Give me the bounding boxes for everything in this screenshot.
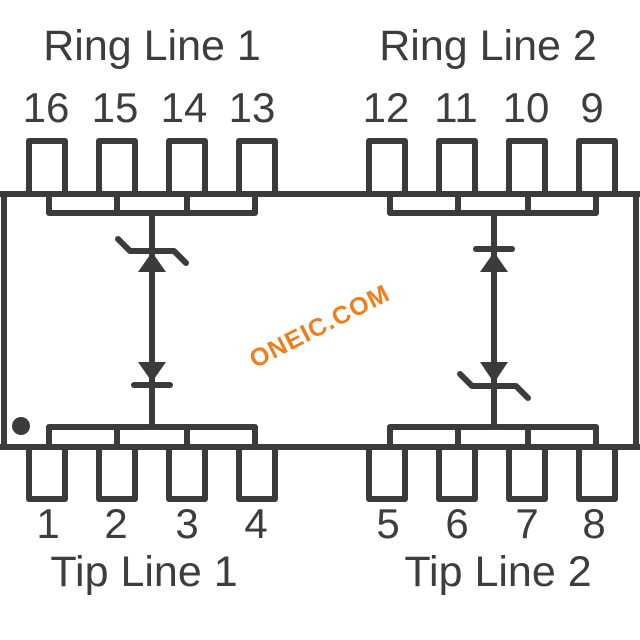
tip-line-1-bus-dividers: [114, 424, 190, 450]
ring-line-1-label: Ring Line 1: [43, 22, 261, 70]
pin-label-2: 2: [104, 500, 128, 547]
schematic-fills: [12, 252, 508, 435]
line1-zener-triangle: [138, 252, 166, 272]
ring-line-2-label: Ring Line 2: [379, 22, 597, 70]
pin-label-9: 9: [580, 84, 604, 131]
pin-10-lead: [506, 138, 548, 197]
tip-line-1-label: Tip Line 1: [50, 548, 238, 596]
pin-label-8: 8: [582, 500, 606, 547]
pin-4-lead: [236, 444, 278, 502]
pin-13-lead: [236, 138, 278, 197]
pin-label-13: 13: [228, 84, 276, 131]
pin-11-lead: [436, 138, 478, 197]
pin-7-lead: [506, 444, 548, 502]
pin-16-lead: [26, 138, 68, 197]
tip-line-2-label: Tip Line 2: [404, 548, 592, 596]
pin-6-lead: [436, 444, 478, 502]
pin-label-16: 16: [22, 84, 70, 131]
pin-label-11: 11: [434, 84, 478, 131]
pin-label-15: 15: [91, 84, 139, 131]
pin-label-10: 10: [502, 84, 550, 131]
pin-9-lead: [576, 138, 618, 197]
line2-zener-bar: [457, 371, 531, 401]
schematic-lines: [0, 138, 640, 502]
line2-zener-triangle: [480, 362, 508, 383]
pin-label-12: 12: [362, 84, 410, 131]
tip-line-2-bus-dividers: [455, 424, 531, 450]
pin-label-3: 3: [175, 500, 199, 547]
pin-5-lead: [366, 444, 408, 502]
pin-label-6: 6: [445, 500, 469, 547]
ring-line-1-bus-dividers: [114, 191, 190, 216]
pin-8-lead: [576, 444, 618, 502]
ring-line-2-bus-dividers: [455, 191, 531, 216]
pin-label-14: 14: [160, 84, 208, 131]
pin-1-indicator-dot: [12, 417, 30, 435]
pin-3-lead: [166, 444, 208, 502]
pin-14-lead: [166, 138, 208, 197]
pin-label-1: 1: [36, 500, 60, 547]
pin-1-lead: [26, 444, 68, 502]
pin-label-5: 5: [376, 500, 400, 547]
pin-label-7: 7: [515, 500, 539, 547]
pin-15-lead: [96, 138, 138, 197]
line1-zener-bar: [115, 236, 189, 266]
line2-diode-triangle: [480, 252, 508, 272]
pin-2-lead: [96, 444, 138, 502]
pin-label-4: 4: [244, 500, 268, 547]
line1-diode-triangle: [138, 362, 166, 382]
pin-12-lead: [366, 138, 408, 197]
